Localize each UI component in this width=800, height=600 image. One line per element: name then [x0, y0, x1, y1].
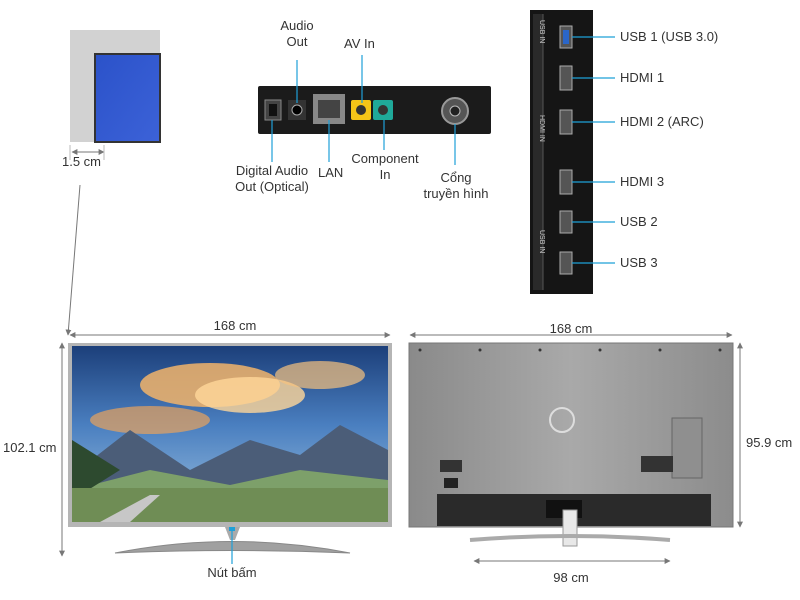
optical-label: Digital Audio Out (Optical) — [226, 163, 318, 196]
back-width-label: 168 cm — [549, 321, 593, 336]
lan-label: LAN — [318, 165, 344, 180]
av-in-label: AV In — [344, 36, 375, 51]
component-label-line2: In — [379, 167, 391, 183]
audio-out-label-line1: Audio — [280, 18, 314, 33]
side-usb-bottom-text: USB IN — [538, 230, 545, 254]
stand-width-label: 98 cm — [553, 570, 589, 585]
bezel-dimension-label: 1.5 cm — [62, 154, 102, 169]
optical-label-line1: Digital Audio — [235, 163, 309, 178]
side-port-hdmi1: HDMI 1 — [620, 70, 665, 85]
side-hdmi-text: HDMI IN — [538, 115, 545, 142]
lg-logo-icon — [549, 407, 575, 433]
tv-port-label-line1: Cổng — [440, 170, 472, 185]
audio-out-label-line2: Out — [286, 34, 308, 50]
tv-front — [68, 343, 392, 554]
tv-back — [408, 342, 734, 547]
side-port-pointers — [572, 36, 615, 264]
component-label-line1: Component — [351, 151, 419, 166]
side-port-usb1: USB 1 (USB 3.0) — [620, 29, 719, 44]
side-port-hdmi3: HDMI 3 — [620, 174, 665, 189]
rear-port-panel — [258, 86, 491, 134]
button-label: Nút bấm — [207, 565, 257, 580]
rear-port-pointers — [271, 55, 456, 165]
audio-out-label: Audio Out — [274, 18, 320, 51]
side-port-usb2: USB 2 — [620, 214, 658, 229]
side-port-usb3: USB 3 — [620, 255, 658, 270]
component-label: Component In — [344, 151, 426, 184]
front-height-label: 102.1 cm — [3, 440, 57, 455]
tv-port-label-line2: truyền hình — [423, 186, 489, 202]
bezel-closeup — [69, 30, 161, 160]
back-height-label: 95.9 cm — [746, 435, 793, 450]
closeup-pointer — [65, 184, 81, 336]
optical-label-line2: Out (Optical) — [235, 179, 309, 195]
side-usb-top-text: USB IN — [538, 20, 545, 44]
side-port-panel — [530, 10, 593, 294]
side-port-hdmi2: HDMI 2 (ARC) — [620, 114, 704, 129]
front-width-label: 168 cm — [213, 318, 257, 333]
tv-port-label: Cổng truyền hình — [414, 170, 498, 203]
